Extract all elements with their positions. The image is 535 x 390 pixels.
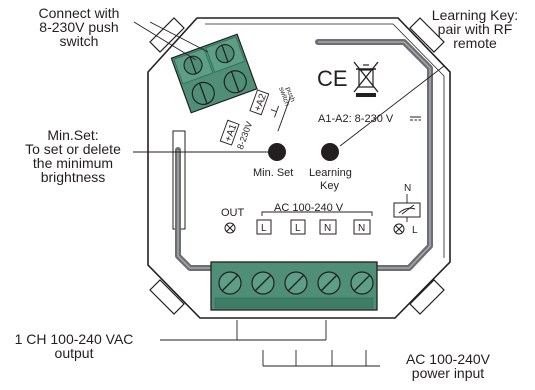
callout-connect-push-line1: Connect with	[38, 5, 120, 21]
callout-output-line2: output	[54, 345, 94, 361]
mount-tab-bottom-left	[149, 279, 185, 315]
power-input-wires	[262, 350, 380, 367]
callout-learning-key-line1: Learning Key:	[431, 7, 519, 23]
callout-min-set-line2: To set or delete	[25, 141, 121, 157]
callout-min-set-line3: the minimum	[32, 155, 114, 171]
callout-min-set: Min.Set: To set or delete the minimum br…	[8, 128, 138, 184]
mount-tab-top-left	[149, 17, 185, 53]
callout-connect-push: Connect with 8-230V push switch	[14, 6, 144, 48]
min-set-button[interactable]	[268, 143, 286, 161]
learning-key-label-line1: Learning	[309, 167, 352, 179]
dimmer-symbol	[393, 202, 421, 218]
screw-terminal	[223, 70, 247, 94]
load-lamp-symbol	[393, 223, 405, 235]
min-set-button-label: Min. Set	[253, 167, 293, 179]
terminal-label-3: N	[324, 223, 331, 234]
mount-tab-top-right	[409, 17, 445, 53]
callout-power-input: AC 100-240V power input	[388, 352, 508, 380]
terminal-label-2: L	[295, 223, 301, 234]
callout-learning-key-line2: pair with RF	[437, 21, 513, 37]
screw-terminal	[350, 271, 374, 295]
callout-learning-key-line3: remote	[453, 35, 497, 51]
out-label: OUT	[221, 207, 245, 219]
leader-connect-push-2	[149, 21, 209, 53]
screw-terminal	[191, 81, 215, 106]
callout-power-input-line1: AC 100-240V	[405, 351, 491, 367]
callout-min-set-line1: Min.Set:	[47, 127, 99, 143]
push-switch-symbol	[270, 97, 291, 132]
screw-terminal	[284, 271, 308, 295]
antenna-wire-highlight	[177, 41, 431, 269]
screw-terminal	[218, 271, 242, 295]
terminal-label-boxes: L L N N	[256, 219, 371, 235]
callout-output-line1: 1 CH 100-240 VAC	[14, 331, 134, 347]
screw-terminal	[215, 44, 235, 64]
mount-tab-bottom-right	[409, 279, 445, 315]
callout-connect-push-line3: switch	[59, 33, 99, 49]
screw-terminal	[183, 55, 203, 75]
callout-min-set-line4: brightness	[40, 169, 106, 185]
callout-output: 1 CH 100-240 VAC output	[4, 332, 144, 360]
push-switch-terminal-block	[170, 33, 258, 114]
ce-mark: CE	[317, 66, 348, 91]
callout-learning-key: Learning Key: pair with RF remote	[420, 8, 530, 50]
callout-power-input-line2: power input	[411, 365, 485, 381]
l-label: L	[412, 225, 418, 236]
leader-connect-push	[133, 21, 197, 61]
weee-bin-icon	[353, 61, 379, 97]
terminal-label-1: L	[261, 223, 267, 234]
ac-range-label: AC 100-240 V	[274, 202, 344, 214]
screw-terminal	[317, 271, 341, 295]
learning-key-label-line2: Key	[320, 180, 339, 192]
screw-terminal	[251, 271, 275, 295]
main-terminal-screws	[218, 271, 374, 295]
terminal-label-4: N	[358, 223, 365, 234]
output-wires	[160, 320, 327, 341]
learning-key-button[interactable]	[321, 143, 339, 161]
device-inner-edge	[205, 23, 445, 258]
callout-connect-push-line2: 8-230V push	[39, 19, 119, 35]
push-switch-label-line1: push	[284, 86, 296, 103]
ac-bracket	[261, 211, 373, 216]
dc-symbol	[410, 116, 421, 121]
a1a2-rating: A1-A2: 8-230 V	[318, 113, 394, 125]
leader-learning-key	[339, 65, 445, 147]
lamp-symbol	[224, 222, 236, 234]
n-label: N	[404, 183, 411, 194]
